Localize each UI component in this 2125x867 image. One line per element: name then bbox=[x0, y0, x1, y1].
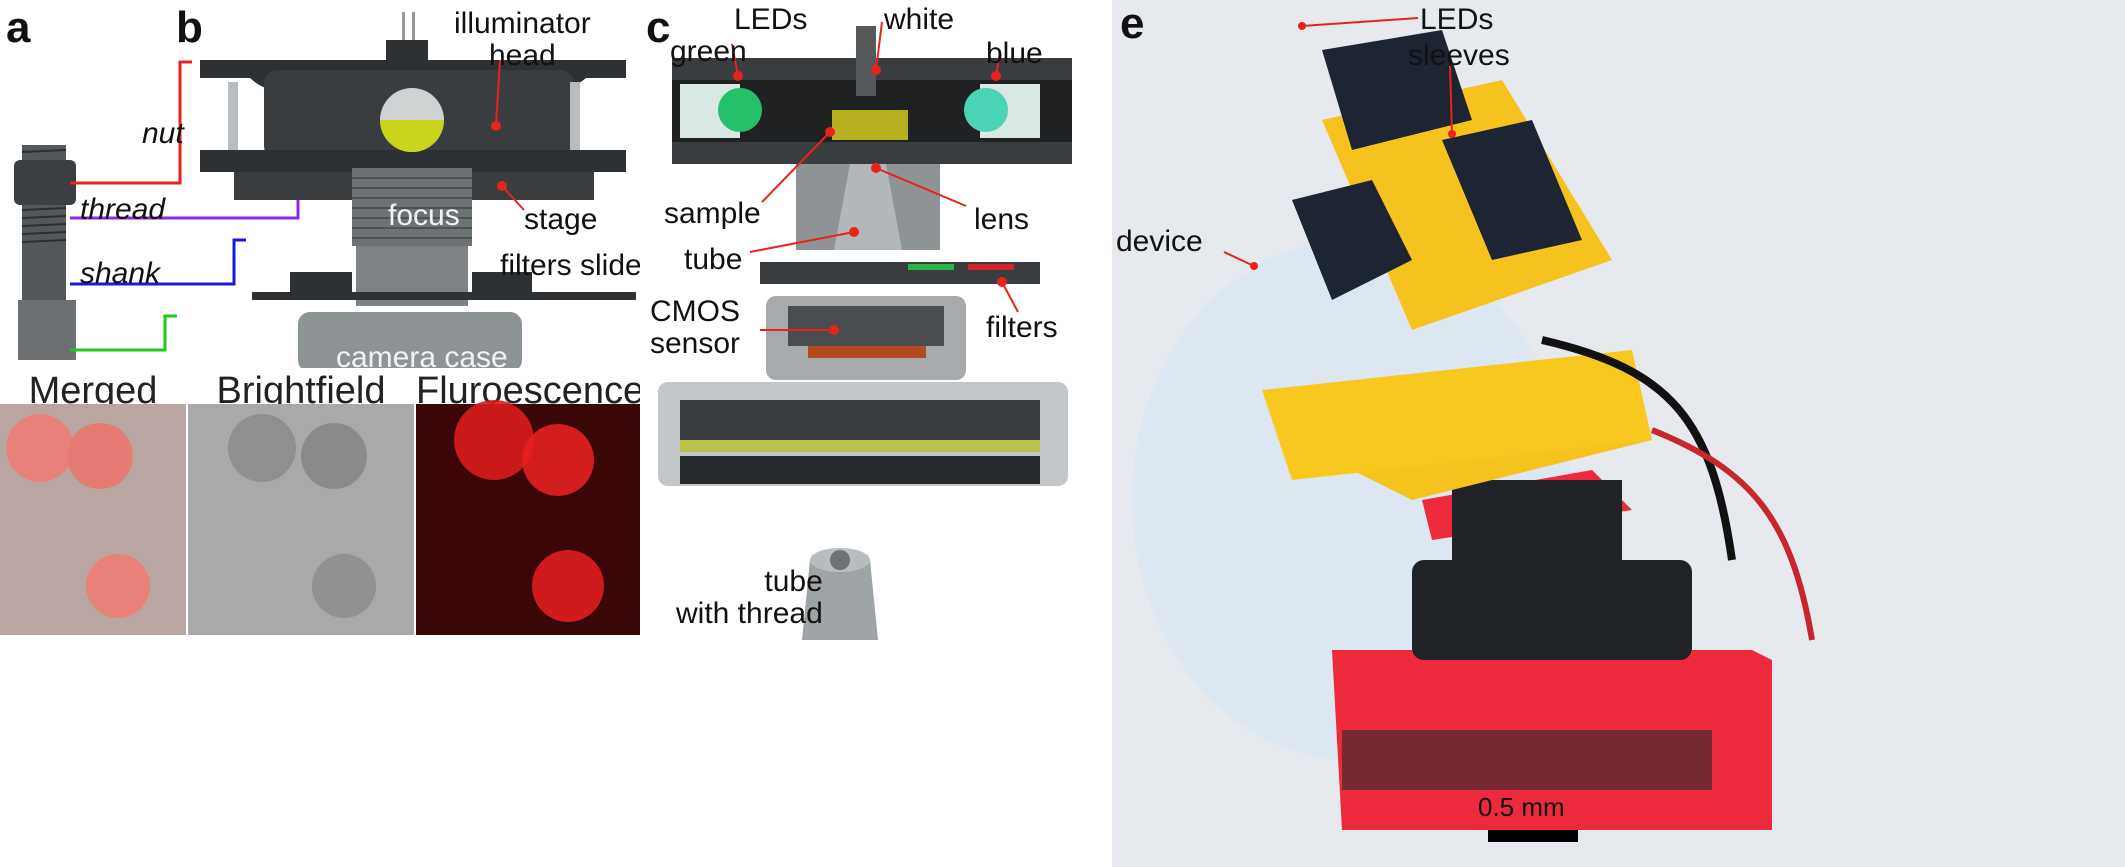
device-photo bbox=[1112, 0, 2125, 867]
image-merged bbox=[0, 404, 186, 635]
pointer-lines-b bbox=[495, 59, 525, 211]
label-white: white bbox=[884, 3, 955, 36]
pointer-dots-c bbox=[733, 65, 1007, 335]
panel-label-b: b bbox=[176, 3, 203, 52]
label-illuminator-head: illuminator head bbox=[454, 7, 591, 72]
nut-bracket bbox=[70, 60, 192, 185]
shank-bracket bbox=[70, 238, 246, 286]
micrograph-row: Merged Brightfield Fluroescence bbox=[0, 368, 640, 635]
cross-section bbox=[658, 26, 1072, 640]
label-sample: sample bbox=[664, 197, 761, 230]
label-leds-c: LEDs bbox=[734, 3, 808, 36]
label-filters-slider: filters slider bbox=[500, 249, 640, 282]
micrographs bbox=[0, 400, 640, 635]
title-merged: Merged bbox=[28, 370, 158, 412]
label-blue: blue bbox=[986, 37, 1043, 70]
scale-bar-label: 0.5 mm bbox=[1478, 792, 1565, 822]
label-tube: tube bbox=[684, 243, 743, 276]
title-fluorescence: Fluroescence bbox=[416, 370, 640, 412]
panel-e: e LEDs sleeves device 0.5 mm bbox=[1112, 0, 2125, 867]
microscope-body bbox=[200, 12, 636, 368]
label-camera-case: camera case bbox=[336, 341, 508, 368]
head-bracket bbox=[70, 314, 177, 352]
label-stage: stage bbox=[524, 203, 598, 236]
scale-bar bbox=[1488, 830, 1578, 842]
label-shank: shank bbox=[80, 257, 161, 290]
label-nut: nut bbox=[142, 117, 184, 150]
panel-c-drawing bbox=[658, 21, 1072, 640]
bolt-illustration bbox=[14, 145, 76, 360]
panel-label-a: a bbox=[6, 3, 31, 52]
label-device: device bbox=[1116, 225, 1203, 258]
label-lens: lens bbox=[974, 203, 1030, 236]
panel-c: c LEDs white green blue sample lens tube… bbox=[640, 0, 1120, 867]
panel-ab-drawing bbox=[14, 12, 636, 368]
label-focus: focus bbox=[388, 199, 460, 232]
panel-label-c: c bbox=[646, 3, 671, 52]
label-thread: thread bbox=[80, 193, 166, 226]
panel-ab: a b nut thread shank illuminator head fo… bbox=[0, 0, 640, 368]
pointer-lines-e bbox=[1223, 17, 1453, 267]
label-leds-e: LEDs bbox=[1420, 3, 1494, 36]
device-illustration bbox=[1262, 30, 1815, 830]
label-sleeves: sleeves bbox=[1408, 39, 1510, 72]
image-fluorescence bbox=[416, 400, 640, 635]
label-green: green bbox=[670, 35, 747, 68]
pointer-lines-c bbox=[731, 21, 1019, 331]
label-filters: filters bbox=[986, 311, 1058, 344]
panel-label-e: e bbox=[1120, 0, 1145, 48]
label-cmos-sensor: CMOS sensor bbox=[650, 295, 741, 360]
label-tube-with-thread: tube with thread bbox=[676, 565, 823, 630]
title-brightfield: Brightfield bbox=[216, 370, 386, 412]
image-brightfield bbox=[188, 404, 414, 635]
